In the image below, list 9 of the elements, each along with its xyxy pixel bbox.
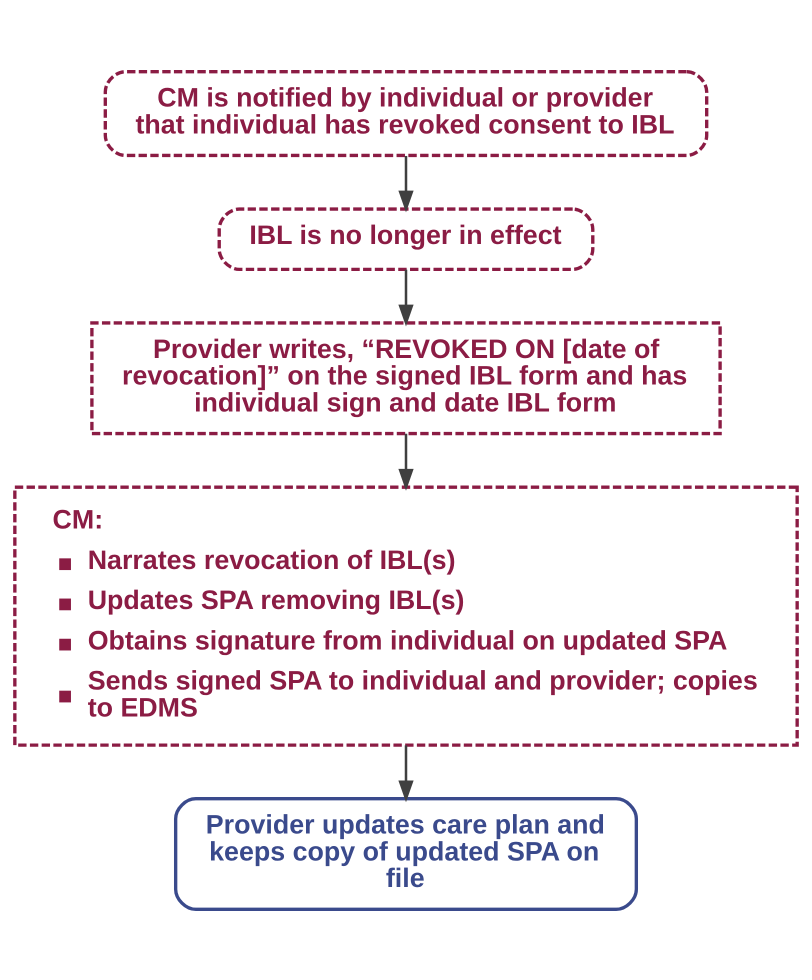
arrow xyxy=(398,433,414,490)
node-box: IBL is no longer in effect xyxy=(218,206,594,271)
node-box: Provider updates care plan and keeps copy of updated SPA on file xyxy=(174,796,638,910)
node-box: CM: Narrates revocation of IBL(s) Updates SPA removing IBL(s) Obtains signature from individual on updated SPA Sends signed SPA to individual and provider; copies to EDMS xyxy=(13,484,799,746)
arrow xyxy=(398,744,414,802)
node-box: Provider writes, “REVOKED ON [date of revocation]” on the signed IBL form and has individual sign and date IBL form xyxy=(90,320,722,435)
arrow xyxy=(398,155,414,212)
arrow xyxy=(398,269,414,326)
node-box: CM is notified by individual or provider that individual has revoked consent to IBL xyxy=(104,70,708,157)
